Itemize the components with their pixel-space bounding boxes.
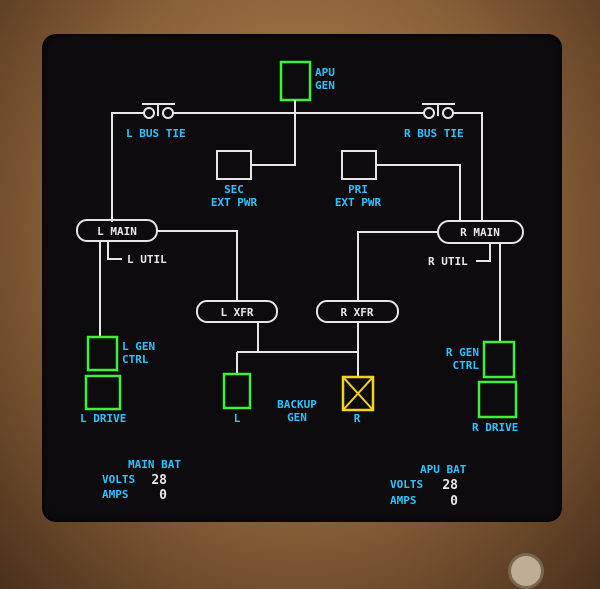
pri-ext-pwr-label-2: EXT PWR <box>335 196 382 209</box>
l-bus-tie-breaker <box>142 103 175 119</box>
l-bus-tie-label: L BUS TIE <box>126 127 186 140</box>
r-gen-ctrl-label: R GEN <box>446 346 479 359</box>
l-gen-ctrl-box <box>86 335 119 372</box>
pri-ext-pwr-label: PRI <box>348 183 368 196</box>
l-xfr-label: L XFR <box>220 306 253 319</box>
r-util-line <box>476 243 491 262</box>
backup-gen-label: BACKUP <box>277 398 317 411</box>
apu-bat-title: APU BAT <box>420 463 467 476</box>
brightness-knob[interactable] <box>508 553 544 589</box>
main-bat-title: MAIN BAT <box>128 458 181 471</box>
r-main-label: R MAIN <box>460 226 500 239</box>
l-main-label: L MAIN <box>97 225 137 238</box>
apu-bat-amps-label: AMPS <box>390 494 417 507</box>
main-bat-amps-label: AMPS <box>102 488 129 501</box>
apu-gen-label-2: GEN <box>315 79 335 92</box>
r-gen-ctrl-box <box>482 340 516 379</box>
sec-ext-pwr-label-2: EXT PWR <box>211 196 258 209</box>
l-drive-label: L DRIVE <box>80 412 126 425</box>
sec-ext-pwr-box <box>216 150 252 180</box>
backup-gen-l-label: L <box>234 412 241 425</box>
apu-to-sec-line <box>251 100 296 166</box>
main-bat-amps: 0 <box>159 488 167 503</box>
r-gen-ctrl-label-2: CTRL <box>453 359 480 372</box>
l-drive-box <box>84 374 122 411</box>
tie-bus-line <box>111 112 483 222</box>
r-util-label: R UTIL <box>428 255 468 268</box>
l-gen-ctrl-label-2: CTRL <box>122 353 149 366</box>
lmain-to-lxfr-line <box>157 230 238 301</box>
main-bat-volts-label: VOLTS <box>102 473 135 486</box>
apu-gen-box <box>279 60 312 102</box>
rmain-to-rxfr-line <box>357 231 438 301</box>
apu-gen-label: APU <box>315 66 335 79</box>
backup-gen-r-fault-box <box>341 375 375 412</box>
apu-bat-volts: 28 <box>442 478 458 493</box>
l-util-line <box>107 241 122 260</box>
l-gen-ctrl-label: L GEN <box>122 340 155 353</box>
display-screen <box>42 34 562 522</box>
backup-gen-l-box <box>222 372 252 410</box>
pri-ext-pwr-box <box>341 150 377 180</box>
apu-bat-volts-label: VOLTS <box>390 478 423 491</box>
sec-ext-pwr-label: SEC <box>224 183 244 196</box>
pri-to-rmain-line <box>376 164 461 222</box>
l-xfr-bus <box>196 300 278 323</box>
apu-bat-amps: 0 <box>450 494 458 509</box>
main-bat-volts: 28 <box>151 473 167 488</box>
r-xfr-label: R XFR <box>340 306 373 319</box>
r-drive-box <box>477 380 518 419</box>
backup-gen-label-2: GEN <box>287 411 307 424</box>
r-drive-label: R DRIVE <box>472 421 518 434</box>
backup-gen-r-label: R <box>354 412 361 425</box>
r-bus-tie-label: R BUS TIE <box>404 127 464 140</box>
backup-gen-lines <box>236 322 359 377</box>
l-util-label: L UTIL <box>127 253 167 266</box>
r-bus-tie-breaker <box>422 103 455 119</box>
